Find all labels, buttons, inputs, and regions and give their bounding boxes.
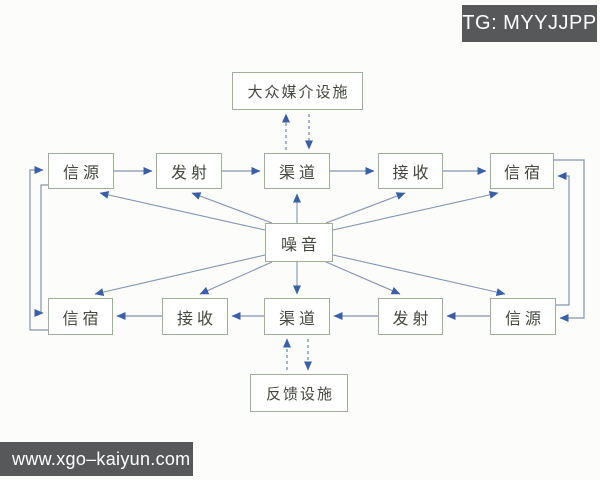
node-top-transmitter: 发射 xyxy=(156,153,222,189)
node-feedback: 反馈设施 xyxy=(250,374,348,412)
node-bottom-channel: 渠道 xyxy=(264,298,330,335)
node-bottom-transmitter: 发射 xyxy=(378,298,443,335)
right-loop-lines xyxy=(554,159,585,322)
left-loop-lines xyxy=(29,166,48,331)
noise-arrows xyxy=(94,190,506,297)
node-top-channel: 渠道 xyxy=(264,153,330,189)
node-top-receiver: 接收 xyxy=(378,153,443,189)
tg-watermark-badge: TG: MYYJJPP xyxy=(462,5,597,42)
node-bottom-receiver: 接收 xyxy=(162,298,228,335)
feedback-links xyxy=(283,338,312,371)
mass-media-links xyxy=(282,113,313,150)
node-top-destination: 信宿 xyxy=(490,153,554,189)
node-noise: 噪音 xyxy=(265,223,333,262)
url-watermark-bar: www.xgo–kaiyun.com xyxy=(0,442,193,476)
node-bottom-source: 信源 xyxy=(490,298,556,335)
node-bottom-destination: 信宿 xyxy=(48,298,113,335)
node-top-source: 信源 xyxy=(48,153,114,189)
node-mass-media: 大众媒介设施 xyxy=(232,72,363,110)
